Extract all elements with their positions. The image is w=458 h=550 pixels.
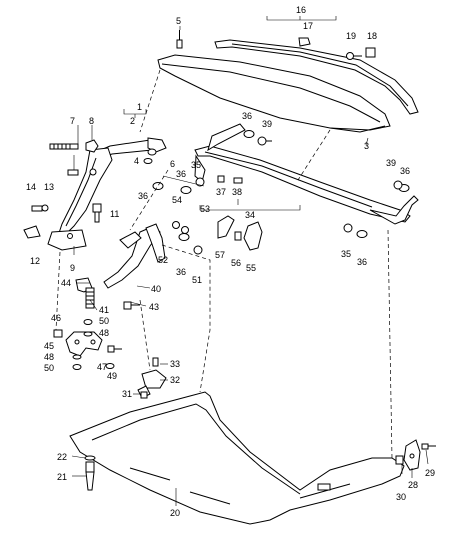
callout-56: 56	[231, 258, 241, 268]
callout-35a: 35	[191, 160, 201, 170]
callout-3: 3	[364, 141, 369, 151]
callout-2: 2	[130, 116, 135, 126]
arm-part-52	[145, 223, 166, 263]
callout-18: 18	[367, 31, 377, 41]
callout-32: 32	[170, 375, 180, 385]
callout-22: 22	[57, 452, 67, 462]
callout-52: 52	[158, 255, 168, 265]
callout-36e: 36	[176, 267, 186, 277]
callout-51: 51	[192, 275, 202, 285]
callout-36c: 36	[138, 191, 148, 201]
callout-48b: 48	[44, 352, 54, 362]
callout-37: 37	[216, 187, 226, 197]
callout-8: 8	[89, 116, 94, 126]
callout-48a: 48	[99, 328, 109, 338]
callout-31: 31	[122, 389, 132, 399]
callout-50a: 50	[99, 316, 109, 326]
callout-43: 43	[149, 302, 159, 312]
callout-16: 16	[296, 5, 306, 15]
callout-29: 29	[425, 468, 435, 478]
callout-1: 1	[137, 102, 142, 112]
callout-labels: 1 2 3 4 5 6 7 8 9 11 12 13 14 16 17 18 1…	[26, 5, 435, 518]
callout-47: 47	[97, 362, 107, 372]
callout-35b: 35	[341, 249, 351, 259]
callout-50b: 50	[44, 363, 54, 373]
callout-49: 49	[107, 371, 117, 381]
callout-36d: 36	[400, 166, 410, 176]
hinge-bracket-part-9	[47, 147, 113, 251]
callout-40: 40	[151, 284, 161, 294]
callout-14: 14	[26, 182, 36, 192]
callout-21: 21	[57, 472, 67, 482]
callout-6: 6	[170, 159, 175, 169]
bracket-part-55	[243, 221, 263, 251]
latch-part-44	[75, 277, 95, 309]
callout-9: 9	[70, 263, 75, 273]
lid-panel-part-20	[69, 391, 405, 525]
callout-36a: 36	[242, 111, 252, 121]
callout-36b: 36	[176, 169, 186, 179]
callout-36f: 36	[357, 257, 367, 267]
bracket-part-45	[65, 331, 103, 357]
callout-20: 20	[170, 508, 180, 518]
callout-39b: 39	[386, 158, 396, 168]
clip-part-30	[395, 455, 404, 465]
callout-54: 54	[172, 195, 182, 205]
callout-57: 57	[215, 250, 225, 260]
callout-12: 12	[30, 256, 40, 266]
callout-4: 4	[134, 156, 139, 166]
buffer-part-21	[84, 455, 96, 491]
callout-33: 33	[170, 359, 180, 369]
callout-17: 17	[303, 21, 313, 31]
callout-11: 11	[110, 209, 119, 219]
callout-41: 41	[99, 305, 109, 315]
frame-bow-part-34	[194, 123, 419, 225]
callout-38: 38	[232, 187, 242, 197]
assembly-lines	[55, 69, 393, 459]
callout-19: 19	[346, 31, 356, 41]
callout-46: 46	[51, 313, 61, 323]
callout-53: 53	[200, 204, 210, 214]
callout-7: 7	[70, 116, 75, 126]
callout-44: 44	[61, 278, 71, 288]
leader-lines	[71, 16, 429, 506]
callout-30: 30	[396, 492, 406, 502]
seal-strip-part-16	[214, 39, 419, 115]
screw-part-29	[421, 443, 436, 450]
callout-34: 34	[245, 210, 255, 220]
fasteners	[23, 30, 410, 399]
roof-panel-part-3	[157, 54, 391, 133]
callout-13: 13	[44, 182, 54, 192]
hinge-part-28	[403, 439, 421, 471]
callout-55: 55	[246, 263, 256, 273]
bracket-part-57	[217, 215, 235, 239]
callout-39a: 39	[262, 119, 272, 129]
callout-28: 28	[408, 480, 418, 490]
callout-45: 45	[44, 341, 54, 351]
callout-5: 5	[176, 16, 181, 26]
